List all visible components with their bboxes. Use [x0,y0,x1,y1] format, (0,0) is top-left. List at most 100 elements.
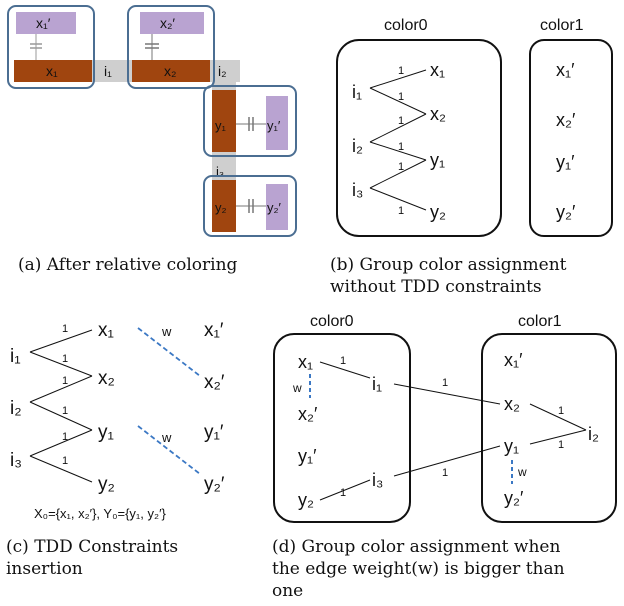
weight-d-6: 1 [558,439,564,451]
edge-c-i2-y1 [29,401,93,431]
label-a-y2p: y₂′ [267,200,282,215]
label-d-y1p: y₁′ [298,446,317,466]
label-a-x1: x₁ [46,63,58,79]
group-d-color0 [273,333,411,523]
cell-y2p-block [266,184,288,230]
label-b-x2: x₂ [430,104,446,124]
weight-d-2: 1 [340,487,346,499]
edge-c-i1-x2 [29,351,93,377]
edge-d-y2-i3 [319,479,371,501]
edge-d-i3-y1 [393,445,501,477]
weight-c-4: 1 [62,405,68,417]
cell-x1-frame [7,5,95,89]
weight-c-1: 1 [62,323,68,335]
label-c-y1p: y₁′ [204,422,224,443]
label-c-x2: x₂ [98,368,115,389]
label-a-x2p: x₂′ [160,15,175,31]
wire-i1 [92,60,132,82]
label-b-y2: y₂ [430,202,446,222]
cell-x2p-block [140,12,204,34]
label-d-x2: x₂ [504,394,520,414]
label-c-w2: w [161,430,172,445]
label-c-w1: w [161,324,172,339]
label-a-y1p: y₁′ [267,118,281,133]
edge-d-i1-x2 [393,383,501,405]
weight-c-2: 1 [62,353,68,365]
label-c-x1p: x₁′ [204,320,224,341]
tdd-edge-c-y [137,425,201,475]
label-d-w2: w [517,465,527,479]
group-b-color1 [529,39,613,237]
edge-b-i3-y2 [369,187,427,211]
label-d-i2: i₂ [588,424,599,444]
cell-x2-block [132,60,210,82]
weight-c-6: 1 [62,455,68,467]
label-b-i3: i₃ [352,180,363,200]
panel-c-diagram: 1 1 1 1 1 1 i₁ i₂ i₃ x₁ x₂ y₁ y₂ w w x₁′… [10,320,225,521]
caption-d-line2: the edge weight(w) is bigger than [272,559,565,579]
label-a-i1: i₁ [104,63,112,79]
weight-d-1: 1 [340,355,346,367]
label-c-y1: y₁ [98,422,114,443]
label-d-y2: y₂ [298,490,314,510]
weight-b-4: 1 [398,141,404,153]
group-d-color1 [481,333,617,523]
cell-x1p-block [16,12,76,34]
label-d-color0: color0 [310,313,354,330]
cell-y1-block [212,90,236,152]
label-a-x1p: x₁′ [36,15,51,31]
panel-b-diagram: color0 color1 1 1 1 1 1 1 i₁ i₂ i₃ x₁ x₂… [336,17,613,237]
edge-b-i2-x2 [369,113,427,143]
edge-d-x1-i1 [319,361,371,379]
label-a-y1: y₁ [215,118,227,133]
caption-d-line3: one [272,581,303,601]
label-b-x1p: x₁′ [556,60,575,80]
label-a-i3: i₃ [216,164,224,179]
label-a-y2: y₂ [215,200,227,215]
label-a-x2: x₂ [164,63,176,79]
label-d-x1p: x₁′ [504,350,523,370]
edge-c-i1-x1 [29,329,93,353]
label-b-color0: color0 [384,17,428,34]
cell-y2-frame [203,175,297,237]
weight-b-5: 1 [398,161,404,173]
panel-a-diagram: x₁′ x₁ i₁ x₂′ x₂ i₂ y₁ y₁′ i₃ y₂ [7,5,297,237]
label-d-w1: w [292,381,302,395]
edge-b-i1-x1 [369,69,427,89]
edge-c-i2-x2 [29,375,93,403]
edge-b-i1-x2 [369,87,427,115]
label-b-y1p: y₁′ [556,152,575,172]
weight-d-3: 1 [442,377,448,389]
edge-b-i3-y1 [369,159,427,189]
weight-b-3: 1 [398,115,404,127]
panel-d-diagram: color0 color1 1 1 1 1 1 1 w w x₁ x₂′ y₁′… [273,313,617,523]
caption-c-line1: (c) TDD Constraints [6,537,178,557]
weight-c-3: 1 [62,375,68,387]
caption-c-line2: insertion [6,559,83,579]
label-d-i3: i₃ [372,470,383,490]
weight-d-4: 1 [442,467,448,479]
label-b-i2: i₂ [352,136,363,156]
label-b-color1: color1 [540,17,584,34]
label-d-color1: color1 [518,313,562,330]
label-d-y2p: y₂′ [504,488,524,508]
caption-a: (a) After relative coloring [18,255,238,275]
weight-b-6: 1 [398,205,404,217]
label-c-i2: i₂ [10,398,22,419]
label-d-y1: y₁ [504,436,519,456]
label-d-i1: i₁ [372,374,382,394]
caption-b-line1: (b) Group color assignment [330,255,567,275]
edge-c-i3-y2 [29,455,93,483]
edge-d-x2-i2 [529,403,587,431]
edge-c-i3-y1 [29,429,93,457]
label-a-i2: i₂ [218,63,227,79]
cell-x1-block [14,60,92,82]
label-c-y2p: y₂′ [204,474,225,495]
weight-b-2: 1 [398,91,404,103]
label-d-x2p: x₂′ [298,404,318,424]
label-b-y2p: y₂′ [556,202,576,222]
label-b-y1: y₁ [430,150,445,170]
label-c-x2p: x₂′ [204,372,225,393]
label-c-sets: X₀={x₁, x₂′}, Y₀={y₁, y₂′} [34,506,167,521]
